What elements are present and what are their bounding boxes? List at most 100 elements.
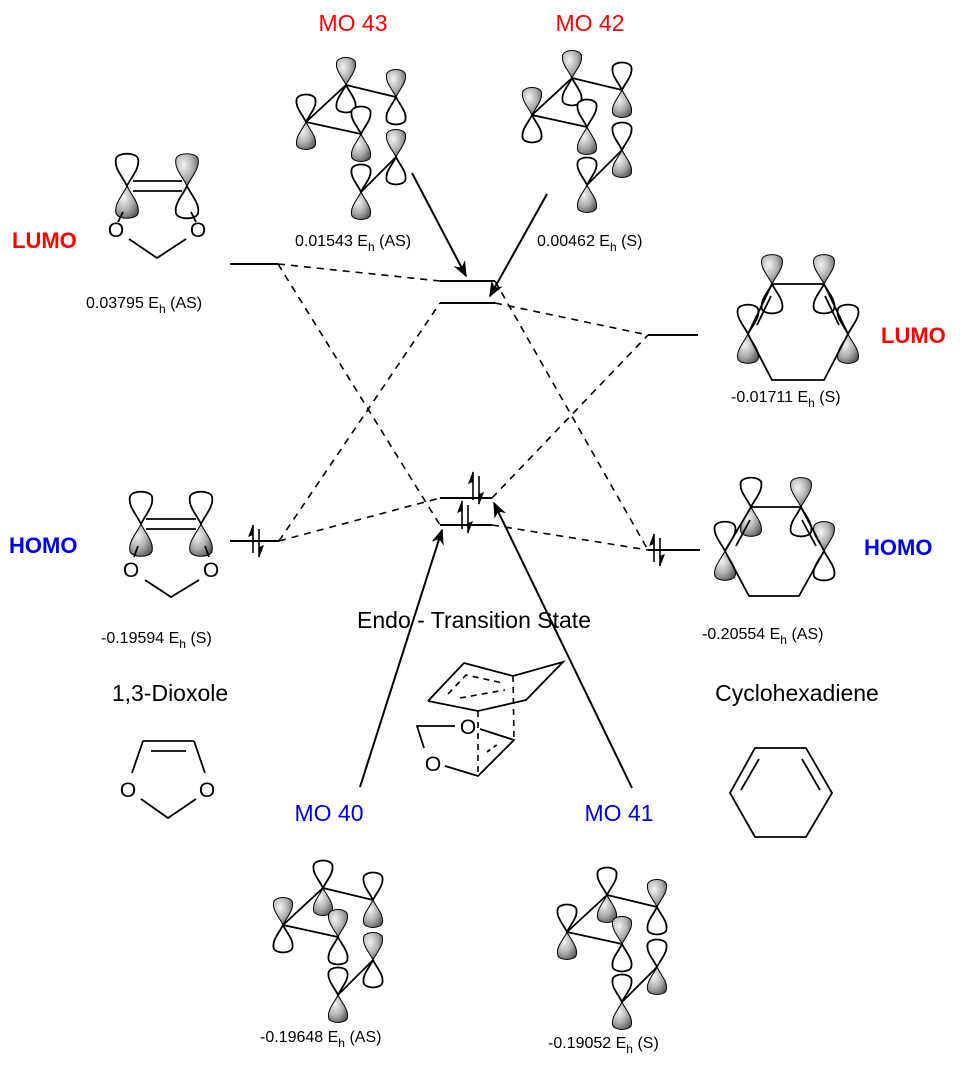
- arrow-mo40: [359, 528, 444, 788]
- orbital-lobe-filled-icon: [312, 886, 334, 916]
- orbital-lobe-empty-icon: [327, 934, 349, 966]
- correlation-lines: [277, 263, 649, 551]
- orbital-lobe-filled-icon: [611, 916, 633, 946]
- mo43-energy: 0.01543 Eh (AS): [295, 233, 411, 254]
- correlation-line: [278, 302, 441, 542]
- orbital-lobe-empty-icon: [385, 154, 407, 186]
- orbital-lobe-filled-icon: [335, 57, 357, 87]
- oxygen-atom: O: [108, 219, 124, 242]
- orbital-lobe-filled-icon: [521, 87, 543, 117]
- orbital-lobe-filled-icon: [611, 1000, 633, 1030]
- orbital-lobe-empty-icon: [174, 183, 200, 220]
- arrow-mo42: [489, 193, 548, 298]
- electron-pair-icon: [468, 471, 484, 505]
- orbital-lobe-filled-icon: [385, 129, 407, 159]
- mo40-energy: -0.19648 Eh (AS): [260, 1029, 381, 1050]
- dioxole-name: 1,3-Dioxole: [112, 680, 228, 706]
- orbital-lobe-empty-icon: [385, 94, 407, 126]
- electron-pairs: [248, 471, 665, 567]
- orbital-lobe-filled-icon: [115, 184, 139, 219]
- orbital-lobe-empty-icon: [576, 156, 598, 188]
- orbital-lobe-filled-icon: [813, 254, 835, 286]
- oxygen-atom: O: [120, 779, 136, 802]
- correlation-line: [491, 524, 649, 551]
- mo42-orbital-picture: [521, 50, 633, 213]
- orbital-lobe-empty-icon: [556, 903, 578, 935]
- chd-name: Cyclohexadiene: [715, 680, 879, 706]
- orbital-lobe-empty-icon: [736, 303, 760, 337]
- oxygen-atom: O: [190, 219, 206, 242]
- orbital-lobe-empty-icon: [327, 966, 349, 998]
- dioxole-homo-label: HOMO: [9, 533, 77, 558]
- chd-homo-energy: -0.20554 Eh (AS): [702, 626, 823, 647]
- orbital-lobe-filled-icon: [327, 993, 349, 1023]
- mo41-orbital-picture: [556, 866, 668, 1030]
- energy-levels: [230, 263, 700, 551]
- orbital-lobe-empty-icon: [350, 163, 372, 195]
- dioxole-homo-energy: -0.19594 Eh (S): [101, 630, 212, 651]
- orbital-lobe-empty-icon: [114, 152, 140, 189]
- oxygen-atom: O: [460, 716, 476, 739]
- orbital-lobe-empty-icon: [611, 941, 633, 973]
- orbital-lobe-empty-icon: [362, 957, 384, 989]
- dioxole-skeletal-structure: O O: [120, 740, 215, 820]
- mo41-title: MO 41: [584, 800, 653, 826]
- orbital-lobe-empty-icon: [312, 859, 334, 891]
- correlation-line: [491, 334, 649, 499]
- orbital-lobe-filled-icon: [350, 190, 372, 220]
- mo43-title: MO 43: [318, 10, 387, 36]
- mo-arrows: [359, 172, 633, 789]
- orbital-lobe-filled-icon: [646, 965, 668, 995]
- electron-pair-icon: [457, 500, 473, 534]
- orbital-lobe-empty-icon: [362, 871, 384, 903]
- orbital-lobe-filled-icon: [596, 893, 618, 923]
- orbital-lobe-filled-icon: [362, 932, 384, 962]
- chd-lumo-structure: [736, 254, 860, 381]
- orbital-lobe-empty-icon: [576, 98, 598, 130]
- orbital-lobe-filled-icon: [646, 879, 668, 909]
- orbital-lobe-filled-icon: [175, 153, 199, 188]
- oxygen-atom: O: [425, 753, 441, 776]
- correlation-line: [278, 497, 441, 542]
- arrow-mo41: [493, 501, 633, 789]
- orbital-lobe-empty-icon: [646, 938, 668, 970]
- correlation-line: [494, 280, 649, 551]
- chd-homo-structure: [713, 476, 836, 597]
- correlation-line: [277, 263, 441, 526]
- orbital-lobe-filled-icon: [611, 88, 633, 118]
- orbital-lobe-empty-icon: [561, 75, 583, 107]
- dioxole-lumo-energy: 0.03795 Eh (AS): [86, 295, 202, 316]
- labels: MO 43 MO 42 MO 40 MO 41 LUMO HOMO LUMO H…: [9, 10, 946, 1056]
- oxygen-atom: O: [123, 559, 139, 582]
- orbital-lobe-empty-icon: [350, 105, 372, 137]
- chd-lumo-label: LUMO: [881, 323, 946, 348]
- orbital-lobe-empty-icon: [611, 61, 633, 93]
- orbital-lobe-empty-icon: [521, 112, 543, 144]
- orbital-lobe-empty-icon: [713, 520, 737, 554]
- orbital-lobe-filled-icon: [295, 120, 317, 150]
- orbital-lobe-filled-icon: [576, 125, 598, 155]
- orbital-lobe-filled-icon: [576, 183, 598, 213]
- orbital-lobe-filled-icon: [561, 50, 583, 80]
- orbital-lobe-empty-icon: [596, 866, 618, 898]
- orbital-lobe-empty-icon: [335, 82, 357, 114]
- ts-name: Endo - Transition State: [357, 607, 591, 633]
- chd-homo-label: HOMO: [864, 535, 932, 560]
- orbital-lobe-empty-icon: [646, 904, 668, 936]
- dioxole-lumo-structure: O O: [108, 152, 206, 260]
- ts-structure: O O: [415, 660, 566, 778]
- correlation-line: [494, 302, 649, 336]
- oxygen-atom: O: [199, 779, 215, 802]
- chd-skeletal-structure: [728, 747, 834, 838]
- mo43-orbital-picture: [295, 57, 407, 220]
- chd-lumo-energy: -0.01711 Eh (S): [731, 389, 841, 410]
- electron-pair-icon: [248, 524, 264, 558]
- oxygen-atom: O: [203, 559, 219, 582]
- orbital-lobe-filled-icon: [129, 522, 153, 557]
- orbital-lobe-filled-icon: [362, 898, 384, 928]
- orbital-lobe-empty-icon: [739, 476, 763, 510]
- orbital-lobe-filled-icon: [790, 477, 812, 509]
- correlation-line: [277, 263, 441, 282]
